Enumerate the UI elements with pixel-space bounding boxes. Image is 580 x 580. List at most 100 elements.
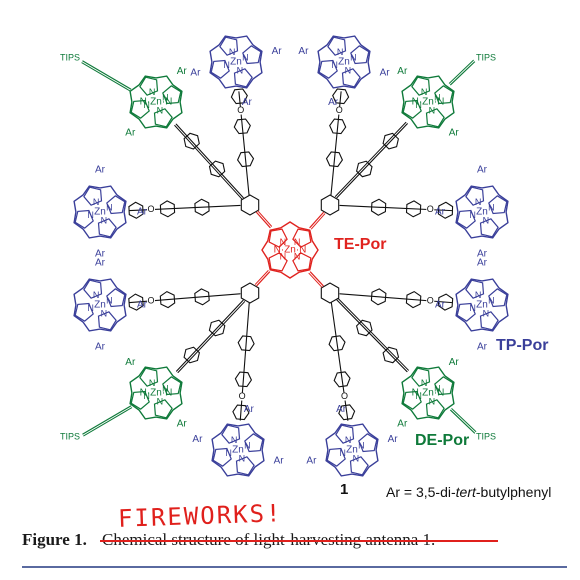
phenylene-ring	[128, 201, 144, 219]
pyrrole-ring	[349, 456, 369, 476]
pyrrole-ring	[350, 45, 370, 65]
tips-alkyne-bond	[449, 61, 476, 86]
pyrrole-ring	[318, 59, 338, 79]
pyrrole-ring	[425, 399, 445, 419]
pyrrole-ring	[434, 376, 454, 396]
phenylene-ring	[233, 118, 251, 135]
pyrrole-ring	[130, 390, 150, 410]
ethynyl-bond	[256, 271, 271, 287]
ethynyl-bond	[334, 121, 407, 197]
nitrogen-label: N	[434, 93, 441, 103]
compound-number: 1	[340, 481, 349, 498]
phenylene-ring	[370, 288, 387, 306]
tips-alkyne-bond	[81, 62, 131, 92]
pyrrole-ring	[456, 209, 476, 229]
nitrogen-label: N	[337, 47, 344, 57]
pyrrole-ring	[341, 68, 361, 88]
nitrogen-label: N	[280, 237, 287, 247]
phenylene-ring	[208, 319, 226, 337]
phenylene-ring	[405, 200, 422, 218]
phenylene-ring	[333, 371, 351, 388]
zinc-label: Zn	[94, 207, 106, 218]
nitrogen-label: N	[149, 87, 156, 97]
pyrrole-ring	[139, 367, 159, 387]
aryl-label: Ar	[298, 46, 309, 57]
phenylene-ring	[236, 151, 255, 168]
ethynyl-bond	[337, 298, 409, 371]
nitrogen-label: N	[229, 47, 236, 57]
nitrogen-label: N	[101, 309, 108, 319]
nitrogen-label: N	[488, 296, 495, 306]
nitrogen-label: N	[421, 87, 428, 97]
linker-bond	[330, 302, 349, 421]
pyrrole-ring	[326, 447, 346, 467]
pyrrole-ring	[106, 288, 126, 308]
phenylene-ring	[128, 293, 144, 311]
macrocycle	[209, 35, 263, 89]
nitrogen-label: N	[434, 384, 441, 394]
pyrrole-ring	[358, 433, 378, 453]
nitrogen-label: N	[87, 210, 94, 220]
aryl-label: Ar	[477, 249, 488, 260]
pyrrole-ring	[74, 209, 94, 229]
macrocycle	[325, 423, 379, 477]
aryl-label: Ar	[397, 418, 408, 429]
hub-benzene-ring	[240, 194, 260, 216]
aryl-label: Ar	[274, 456, 285, 467]
ethynyl-bond	[336, 123, 408, 199]
aryl-label: Ar	[477, 165, 488, 176]
pyrrole-ring	[335, 424, 355, 444]
aryl-label: Ar	[95, 342, 106, 353]
pyrrole-ring	[488, 195, 508, 215]
oxygen-bg	[238, 392, 247, 401]
pyrrole-ring	[221, 424, 241, 444]
zinc-label: N·Zn·N	[140, 388, 173, 399]
oxygen-bg	[147, 205, 155, 214]
aryl-label: Ar	[397, 66, 408, 77]
pyrrole-ring	[162, 376, 182, 396]
macrocycle	[211, 423, 265, 477]
ethynyl-bond	[174, 125, 243, 200]
nitrogen-label: N	[93, 290, 100, 300]
nitrogen-label: N	[223, 60, 230, 70]
ethynyl-bond	[175, 299, 244, 372]
nitrogen-label: N	[488, 203, 495, 213]
tips-alkyne-bond	[451, 407, 477, 433]
tips-alkyne-bond	[449, 409, 476, 434]
aryl-label: Ar	[328, 97, 339, 108]
phenylene-ring	[183, 132, 200, 150]
macrocycle	[261, 221, 319, 279]
phenylene-ring	[382, 132, 400, 150]
aryl-label: Ar	[137, 300, 148, 311]
nitrogen-label: N	[225, 448, 232, 458]
aryl-label: Ar	[95, 165, 106, 176]
pyrrole-ring	[83, 279, 103, 299]
zinc-label: N·Zn·N	[274, 245, 307, 256]
phenylene-ring	[194, 288, 210, 306]
ethynyl-bond	[308, 272, 323, 288]
macrocycle	[73, 278, 127, 332]
nitrogen-label: N	[415, 391, 422, 401]
oxygen-label: O	[341, 391, 348, 401]
oxygen-bg	[147, 296, 155, 305]
zinc-label: N·Zn·N	[140, 97, 173, 108]
nitrogen-label: N	[231, 435, 238, 445]
phenylene-ring	[159, 200, 176, 218]
nitrogen-label: N	[415, 100, 422, 110]
phenylene-ring	[329, 118, 347, 135]
aryl-label: Ar	[306, 456, 317, 467]
pyrrole-ring	[210, 59, 230, 79]
pyrrole-ring	[268, 228, 288, 248]
pyrrole-ring	[235, 456, 255, 476]
ethynyl-bond	[175, 123, 244, 199]
aryl-label: Ar	[192, 434, 203, 445]
nitrogen-label: N	[421, 378, 428, 388]
oxygen-bg	[340, 392, 349, 401]
aryl-label: Ar	[272, 46, 283, 57]
nitrogen-label: N	[242, 53, 249, 63]
